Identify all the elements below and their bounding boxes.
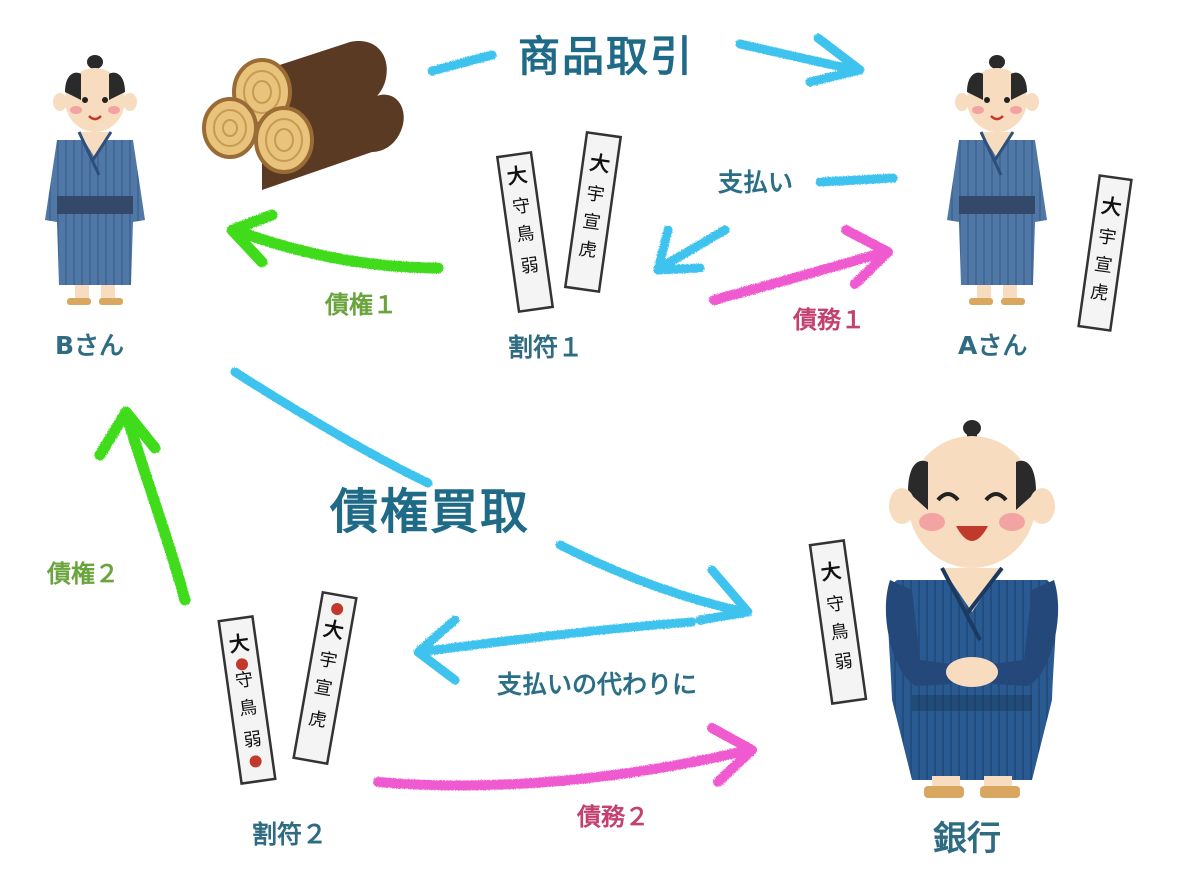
svg-text:虎: 虎	[577, 238, 598, 261]
logs-icon	[202, 41, 404, 190]
debt1-arrow	[709, 225, 893, 305]
trade-arrow	[427, 33, 865, 87]
debt2-arrow	[373, 723, 757, 791]
svg-text:守: 守	[234, 669, 255, 692]
bank-label: 銀行	[933, 819, 1001, 859]
svg-text:守: 守	[825, 593, 846, 616]
payment-label: 支払い	[718, 168, 794, 197]
merchant-b-label: Bさん	[55, 331, 125, 360]
svg-text:宇: 宇	[585, 183, 606, 206]
merchant-a-label: Aさん	[958, 331, 1028, 360]
tally2-right-stick: 大 宇 宣 虎	[292, 590, 358, 766]
svg-text:虎: 虎	[1089, 281, 1110, 304]
svg-text:鳥: 鳥	[238, 697, 259, 720]
svg-text:宇: 宇	[1097, 226, 1118, 249]
payment-instead-arrow	[413, 615, 697, 685]
credit2-label: 債権２	[47, 560, 119, 588]
svg-text:鳥: 鳥	[829, 621, 850, 644]
svg-text:虎: 虎	[307, 708, 328, 732]
payment-instead-label: 支払いの代わりに	[497, 670, 698, 699]
svg-text:弱: 弱	[242, 728, 263, 751]
svg-text:大: 大	[505, 162, 528, 189]
svg-text:宇: 宇	[317, 649, 338, 673]
purchase-title: 債権買取	[330, 484, 531, 540]
tally-a-stick: 大 宇 宣 虎	[1077, 174, 1133, 332]
credit1-label: 債権１	[325, 291, 397, 319]
debt1-label: 債務１	[793, 306, 865, 334]
trade-title: 商品取引	[518, 32, 695, 81]
tally2-left-stick: 大 守 鳥 弱	[217, 615, 277, 785]
tally1-right-stick: 大 宇 宣 虎	[563, 130, 623, 294]
tally-bank-stick: 大 守 鳥 弱	[808, 539, 868, 705]
svg-text:鳥: 鳥	[515, 223, 536, 246]
svg-text:弱: 弱	[519, 255, 540, 278]
svg-text:守: 守	[511, 195, 532, 218]
svg-text:大: 大	[819, 558, 842, 585]
tally1-left-stick: 大 守 鳥 弱	[495, 150, 555, 314]
tally1-label: 割符１	[508, 333, 584, 362]
svg-text:弱: 弱	[833, 650, 854, 673]
svg-text:大: 大	[588, 150, 611, 177]
credit2-arrow	[94, 406, 191, 606]
debt2-label: 債務２	[577, 803, 649, 831]
payment-arrow	[653, 173, 898, 275]
svg-text:大: 大	[1100, 193, 1123, 220]
svg-text:宣: 宣	[581, 211, 602, 234]
merchant-a-figure	[947, 55, 1047, 305]
credit1-arrow	[226, 209, 444, 274]
purchase-arrow	[230, 367, 753, 625]
svg-text:宣: 宣	[312, 676, 333, 700]
banker-figure	[885, 420, 1059, 798]
svg-text:大: 大	[322, 616, 346, 643]
merchant-b-figure	[45, 55, 145, 305]
svg-text:宣: 宣	[1093, 254, 1114, 277]
svg-text:大: 大	[227, 630, 250, 657]
tally2-label: 割符２	[252, 820, 328, 849]
